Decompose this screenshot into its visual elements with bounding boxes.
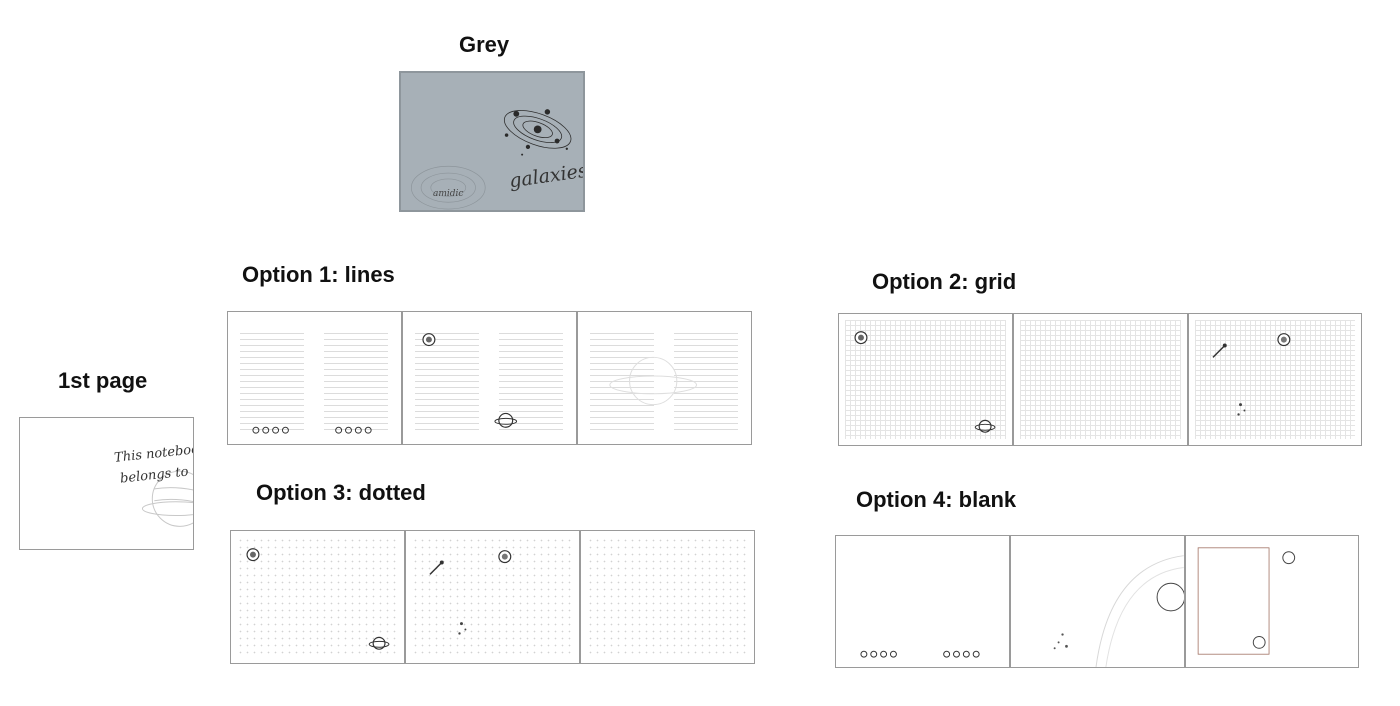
solar-system-icon xyxy=(503,110,572,149)
option3-page-1[interactable] xyxy=(230,530,405,664)
option3-label: Option 3: dotted xyxy=(256,480,426,505)
option1-page-1[interactable] xyxy=(227,311,402,445)
frame-icon xyxy=(1197,547,1296,655)
first-page-thumbnail[interactable]: This notebook belongs to xyxy=(19,417,194,550)
option2-page-3[interactable] xyxy=(1188,313,1362,446)
option1-label: Option 1: lines xyxy=(242,262,395,287)
option3-page-3[interactable] xyxy=(580,530,755,664)
planet-icon xyxy=(141,470,193,527)
option2-page-1[interactable] xyxy=(838,313,1013,446)
option4-page-2[interactable] xyxy=(1010,535,1185,668)
planet-icon xyxy=(246,548,390,650)
planet-icon xyxy=(422,333,518,428)
planets-row-icon xyxy=(860,650,980,658)
rocket-icon xyxy=(429,550,512,635)
option4-page-3[interactable] xyxy=(1185,535,1359,668)
rocket-icon xyxy=(1212,333,1291,416)
cover-illustration xyxy=(411,109,572,210)
cover-thumbnail[interactable]: galaxies amidic xyxy=(399,71,585,212)
option2-label: Option 2: grid xyxy=(872,269,1017,294)
planet-watermark-icon xyxy=(609,356,698,406)
planet-icon xyxy=(854,331,996,433)
option4-page-1[interactable] xyxy=(835,535,1010,668)
planets-row-icon xyxy=(252,426,372,434)
option4-label: Option 4: blank xyxy=(856,487,1017,512)
option2-page-2[interactable] xyxy=(1013,313,1188,446)
first-page-label: 1st page xyxy=(58,368,148,393)
cover-label: Grey xyxy=(459,32,510,57)
cover-brand: amidic xyxy=(433,189,464,199)
option1-page-3[interactable] xyxy=(577,311,752,445)
option3-page-2[interactable] xyxy=(405,530,580,664)
planet-icon xyxy=(1053,555,1184,667)
option1-page-2[interactable] xyxy=(402,311,577,445)
